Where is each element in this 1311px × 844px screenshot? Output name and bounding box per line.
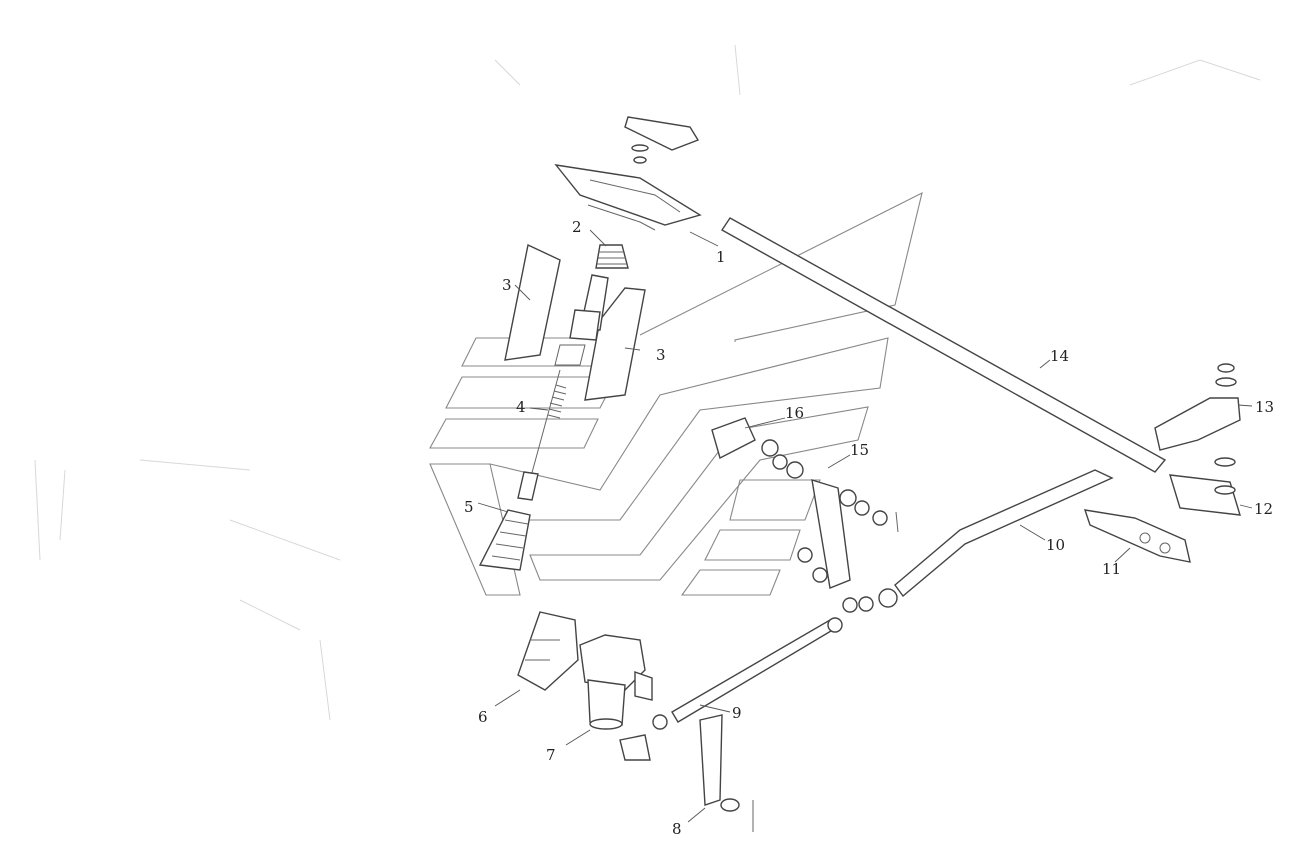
callout-11: 11 (1102, 560, 1121, 578)
ghost-outline-overlays (429, 191, 923, 596)
callout-3-right: 3 (656, 346, 666, 364)
idler-assembly-part-15 (786, 454, 899, 613)
bracket-part-6 (494, 611, 579, 707)
callout-15: 15 (850, 441, 869, 459)
callout-16: 16 (785, 404, 804, 422)
callout-9: 9 (732, 704, 742, 722)
steering-column-upper (554, 274, 609, 366)
column-boot-part-2 (589, 229, 629, 269)
pitman-arm-part-8 (619, 714, 754, 832)
callout-2: 2 (572, 218, 582, 236)
spring-part-4 (529, 384, 567, 419)
cross-tube-part-14 (720, 217, 1167, 473)
column-shroud-right-part-3 (584, 287, 646, 401)
upper-arm-part-13 (1154, 363, 1253, 451)
callout-8: 8 (672, 820, 682, 838)
column-shroud-left-part-3 (504, 243, 561, 361)
callout-3-left: 3 (502, 276, 512, 294)
callout-10: 10 (1046, 536, 1065, 554)
callout-12: 12 (1254, 500, 1273, 518)
callout-5: 5 (464, 498, 474, 516)
callout-14: 14 (1050, 347, 1069, 365)
mounting-plate-part-16 (711, 417, 788, 470)
callout-13: 13 (1255, 398, 1274, 416)
kingpin-block-part-12 (1169, 457, 1253, 516)
drag-link-part-9 (652, 617, 843, 730)
callout-4: 4 (516, 398, 526, 416)
callout-7: 7 (546, 746, 556, 764)
steering-wheel-part-1 (554, 116, 719, 247)
callout-labels: 1 2 3 3 4 5 6 7 8 9 10 11 12 13 14 15 16 (464, 218, 1274, 838)
lower-column-part-5 (477, 369, 561, 571)
callout-6: 6 (478, 708, 488, 726)
tie-rod-part-10 (878, 469, 1114, 608)
background-scan-artifacts (34, 44, 1261, 721)
callout-1: 1 (716, 248, 726, 266)
steering-gear-part-7 (565, 634, 653, 746)
knuckle-arm-part-11 (1083, 509, 1191, 563)
